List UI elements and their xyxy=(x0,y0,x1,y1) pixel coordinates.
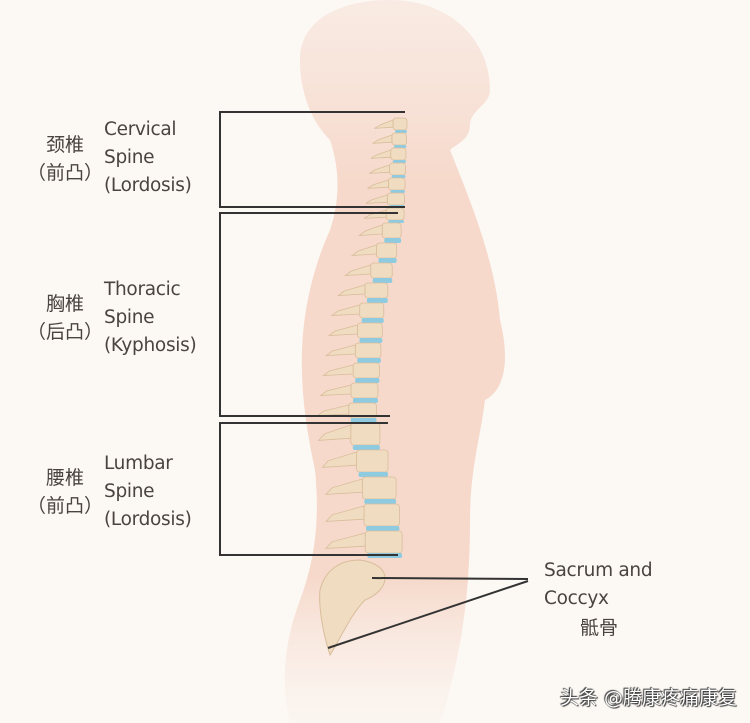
intervertebral-disc xyxy=(392,160,407,163)
spinous-process xyxy=(350,244,377,256)
spinous-process xyxy=(325,532,366,549)
intervertebral-disc xyxy=(390,190,406,193)
spinous-process xyxy=(365,194,388,204)
spinous-process xyxy=(344,264,372,276)
spinous-process xyxy=(330,304,361,316)
intervertebral-disc xyxy=(355,378,380,383)
sacrum-pointer-line xyxy=(371,577,529,580)
intervertebral-disc xyxy=(358,472,388,477)
intervertebral-disc xyxy=(352,398,378,403)
region-brackets xyxy=(219,111,529,649)
intervertebral-disc xyxy=(366,298,388,303)
vertebra xyxy=(350,382,379,399)
intervertebral-disc xyxy=(395,130,407,133)
intervertebral-disc xyxy=(364,499,397,504)
vertebra xyxy=(388,177,406,191)
watermark: 头条 @腾康疼痛康复 xyxy=(560,687,738,709)
intervertebral-disc xyxy=(366,526,400,531)
spinous-process xyxy=(370,149,392,159)
vertebra xyxy=(391,132,407,146)
intervertebral-disc xyxy=(359,338,383,343)
intervertebral-disc xyxy=(384,238,402,243)
intervertebral-disc xyxy=(393,145,407,148)
spinous-process xyxy=(321,451,357,468)
cervical-zh-label: 颈椎（前凸） xyxy=(26,134,103,184)
intervertebral-disc xyxy=(378,258,397,263)
vertebra xyxy=(389,162,406,176)
sacrum-zh-label: 骶骨 xyxy=(580,617,619,639)
vertebra xyxy=(363,503,400,527)
spinous-process xyxy=(325,478,363,495)
vertebra xyxy=(386,192,405,206)
lumbar-zh-label: 腰椎（前凸） xyxy=(26,467,103,517)
vertebra xyxy=(359,302,385,319)
spinous-process xyxy=(325,344,356,356)
intervertebral-disc xyxy=(350,418,377,423)
vertebra xyxy=(392,117,408,131)
intervertebral-disc xyxy=(352,445,380,450)
lumbar-bracket xyxy=(219,422,398,556)
spinous-process xyxy=(369,164,390,174)
vertebra xyxy=(364,530,403,554)
spinous-process xyxy=(337,284,366,296)
vertebra xyxy=(381,222,402,239)
vertebra xyxy=(350,422,381,446)
intervertebral-disc xyxy=(361,318,384,323)
vertebra xyxy=(361,476,397,500)
spinous-process xyxy=(357,224,383,236)
thoracic-zh-label: 胸椎（后凸） xyxy=(26,293,103,343)
vertebra xyxy=(390,147,407,161)
cervical-bracket xyxy=(219,111,405,208)
intervertebral-disc xyxy=(388,220,405,223)
coccyx-pointer-line xyxy=(327,580,529,649)
vertebra xyxy=(376,242,398,259)
spinous-process xyxy=(372,134,393,144)
spinous-process xyxy=(325,505,365,522)
vertebra xyxy=(370,262,393,279)
vertebra xyxy=(356,449,389,473)
vertebra xyxy=(352,362,380,379)
spine xyxy=(316,117,408,657)
spinous-process xyxy=(317,424,352,441)
spinous-process xyxy=(374,119,394,129)
spinous-process xyxy=(322,364,354,376)
spinous-process xyxy=(327,324,358,336)
intervertebral-disc xyxy=(372,278,393,283)
vertebra xyxy=(364,282,389,299)
spinous-process xyxy=(319,384,352,396)
vertebra xyxy=(354,342,382,359)
body-silhouette xyxy=(284,0,505,723)
sacrum-coccyx xyxy=(319,559,386,657)
intervertebral-disc xyxy=(391,175,406,178)
intervertebral-disc xyxy=(357,358,381,363)
thoracic-bracket xyxy=(219,212,398,417)
vertebra xyxy=(357,322,383,339)
spinous-process xyxy=(367,179,389,189)
